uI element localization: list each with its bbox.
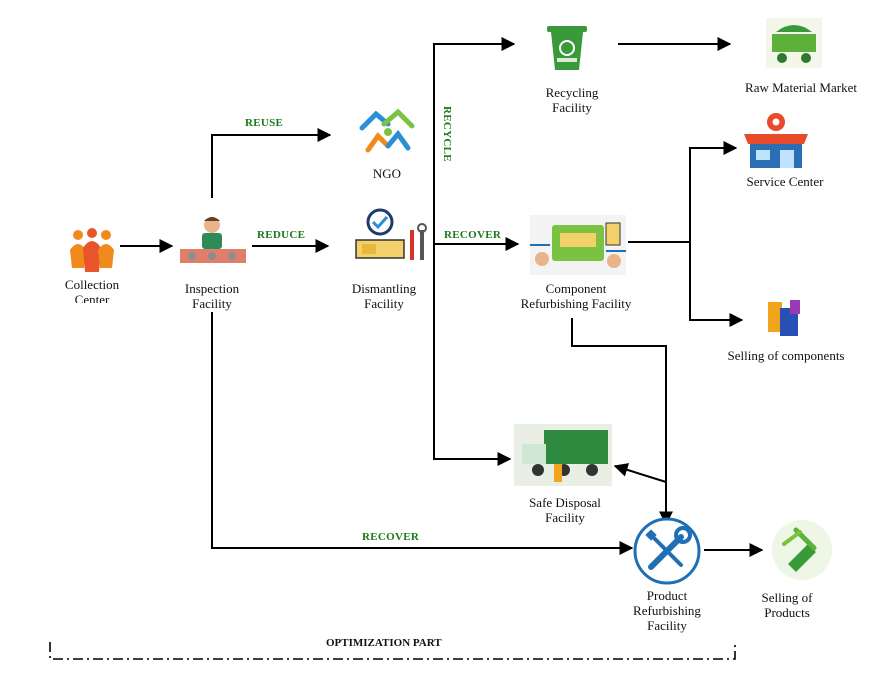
wrench-screwdriver-icon xyxy=(633,517,701,585)
garbage-truck-icon xyxy=(514,424,612,486)
arrow-inspection-to-product xyxy=(211,312,634,555)
optimization-bracket xyxy=(49,642,736,660)
tools-workbench-icon xyxy=(355,208,427,260)
group-people-icon xyxy=(70,228,114,272)
sale-tag-icon xyxy=(772,520,832,580)
arrow-product-to-disposal xyxy=(613,463,667,483)
component-refurbishing-label: Component Refurbishing Facility xyxy=(520,281,632,311)
connectors xyxy=(120,37,764,557)
recover-product-edge-label: RECOVER xyxy=(362,531,420,543)
recycle-edge-label: RECYCLE xyxy=(441,106,453,162)
ngo-label: NGO xyxy=(372,166,402,181)
recover-component-edge-label: RECOVER xyxy=(444,229,502,241)
product-refurbishing-label: Product Refurbishing Facility xyxy=(633,588,701,633)
inspection-facility-label: Inspection Facility xyxy=(184,281,240,311)
technician-icon xyxy=(180,217,246,263)
selling-products-label: Selling of Products xyxy=(761,590,813,620)
arrow-component-to-product xyxy=(571,318,673,526)
service-center-label: Service Center xyxy=(746,174,824,189)
collection-center-label: Collection Center xyxy=(64,277,120,303)
service-shop-icon xyxy=(744,113,808,168)
components-icon xyxy=(768,300,800,336)
dismantling-facility-label: Dismantling Facility xyxy=(351,281,417,311)
arrow-dismantling-to-disposal xyxy=(433,250,512,466)
circuit-board-icon xyxy=(530,215,626,275)
arrow-inspection-to-ngo xyxy=(211,128,332,198)
raw-material-market-label: Raw Material Market xyxy=(745,80,857,95)
selling-components-label: Selling of components xyxy=(727,348,845,363)
optimization-part-label: OPTIMIZATION PART xyxy=(326,637,442,649)
arrow-dismantling-to-recycling xyxy=(433,37,516,250)
safe-disposal-label: Safe Disposal Facility xyxy=(529,495,601,525)
helping-hands-icon xyxy=(359,108,415,153)
arrow-component-to-selling-components xyxy=(689,242,744,327)
reuse-edge-label: REUSE xyxy=(245,117,284,129)
mine-cart-icon xyxy=(766,18,822,68)
recycling-facility-label: Recycling Facility xyxy=(545,85,599,115)
arrow-component-to-service xyxy=(689,141,738,242)
reduce-edge-label: REDUCE xyxy=(257,229,306,241)
recycle-bin-icon xyxy=(547,26,587,70)
